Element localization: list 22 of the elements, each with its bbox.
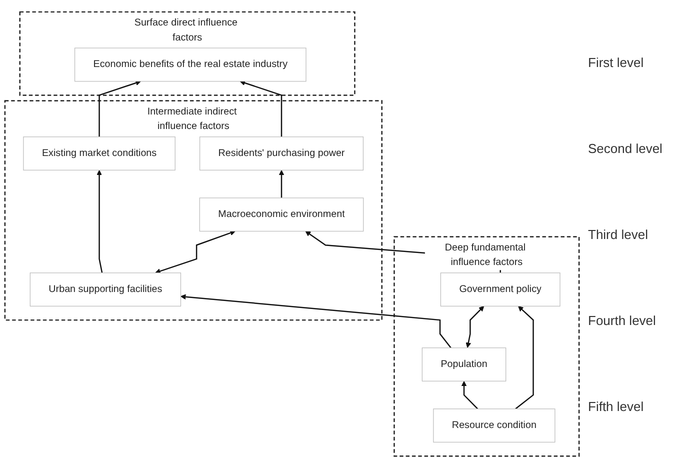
node-box: Resource condition <box>433 409 556 443</box>
arrow <box>466 306 484 348</box>
node-box: Economic benefits of the real estate industry <box>74 48 306 82</box>
node-box: Existing market conditions <box>23 137 176 171</box>
arrow <box>155 230 236 274</box>
node-box: Macroeconomic environment <box>199 198 364 232</box>
arrow <box>515 306 534 410</box>
level-label: Third level <box>588 226 649 242</box>
node-box: Residents' purchasing power <box>199 137 364 171</box>
level-label: First level <box>588 55 645 70</box>
arrow <box>98 80 141 138</box>
arrow <box>180 294 452 349</box>
level-label: Fifth level <box>588 398 645 414</box>
arrow <box>96 170 103 274</box>
arrow <box>461 381 478 410</box>
node-box: Urban supporting facilities <box>30 273 182 307</box>
node-box: Government policy <box>440 273 560 307</box>
level-label: Second level <box>588 141 664 156</box>
node-box: Population <box>422 348 506 382</box>
level-label: Fourth level <box>588 312 657 328</box>
arrow <box>278 170 284 198</box>
arrow <box>240 80 282 138</box>
